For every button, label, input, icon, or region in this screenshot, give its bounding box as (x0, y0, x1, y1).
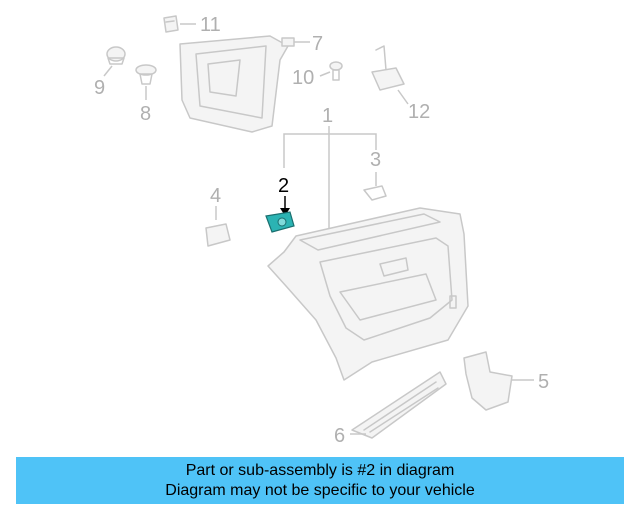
main-trim-panel (267, 207, 469, 381)
callout-8: 8 (140, 103, 151, 125)
part-4-trim-piece (205, 223, 231, 247)
callout-7: 7 (312, 33, 323, 55)
part-7-fastener (281, 37, 295, 47)
part-8-push-pin (135, 64, 157, 85)
banner-line-1: Part or sub-assembly is #2 in diagram (185, 461, 455, 479)
part-5-bracket (463, 351, 513, 411)
parts-diagram: 11 9 8 7 10 12 1 3 2 (94, 14, 549, 447)
part-11-clip (163, 15, 179, 33)
callout-10: 10 (292, 67, 314, 89)
callout-9: 9 (94, 77, 105, 99)
callout-12: 12 (408, 101, 430, 123)
callout-11: 11 (200, 14, 221, 36)
upper-quarter-trim-panel (179, 35, 289, 133)
callout-1: 1 (322, 105, 333, 127)
part-2-highlighted (265, 211, 295, 233)
callout-2-arrowhead (280, 208, 290, 216)
info-banner: Part or sub-assembly is #2 in diagram Di… (16, 457, 624, 504)
part-10-bolt (329, 61, 343, 81)
part-12-bracket (371, 45, 405, 91)
part-9-grommet (106, 46, 126, 65)
callout-3: 3 (370, 149, 381, 171)
callout-5: 5 (538, 371, 549, 393)
part-3-clip (363, 185, 387, 201)
banner-line-2: Diagram may not be specific to your vehi… (165, 481, 475, 499)
callout-4: 4 (210, 185, 221, 207)
part-6-speaker-grille (351, 371, 447, 439)
callout-6: 6 (334, 425, 345, 447)
callout-2: 2 (278, 175, 289, 197)
